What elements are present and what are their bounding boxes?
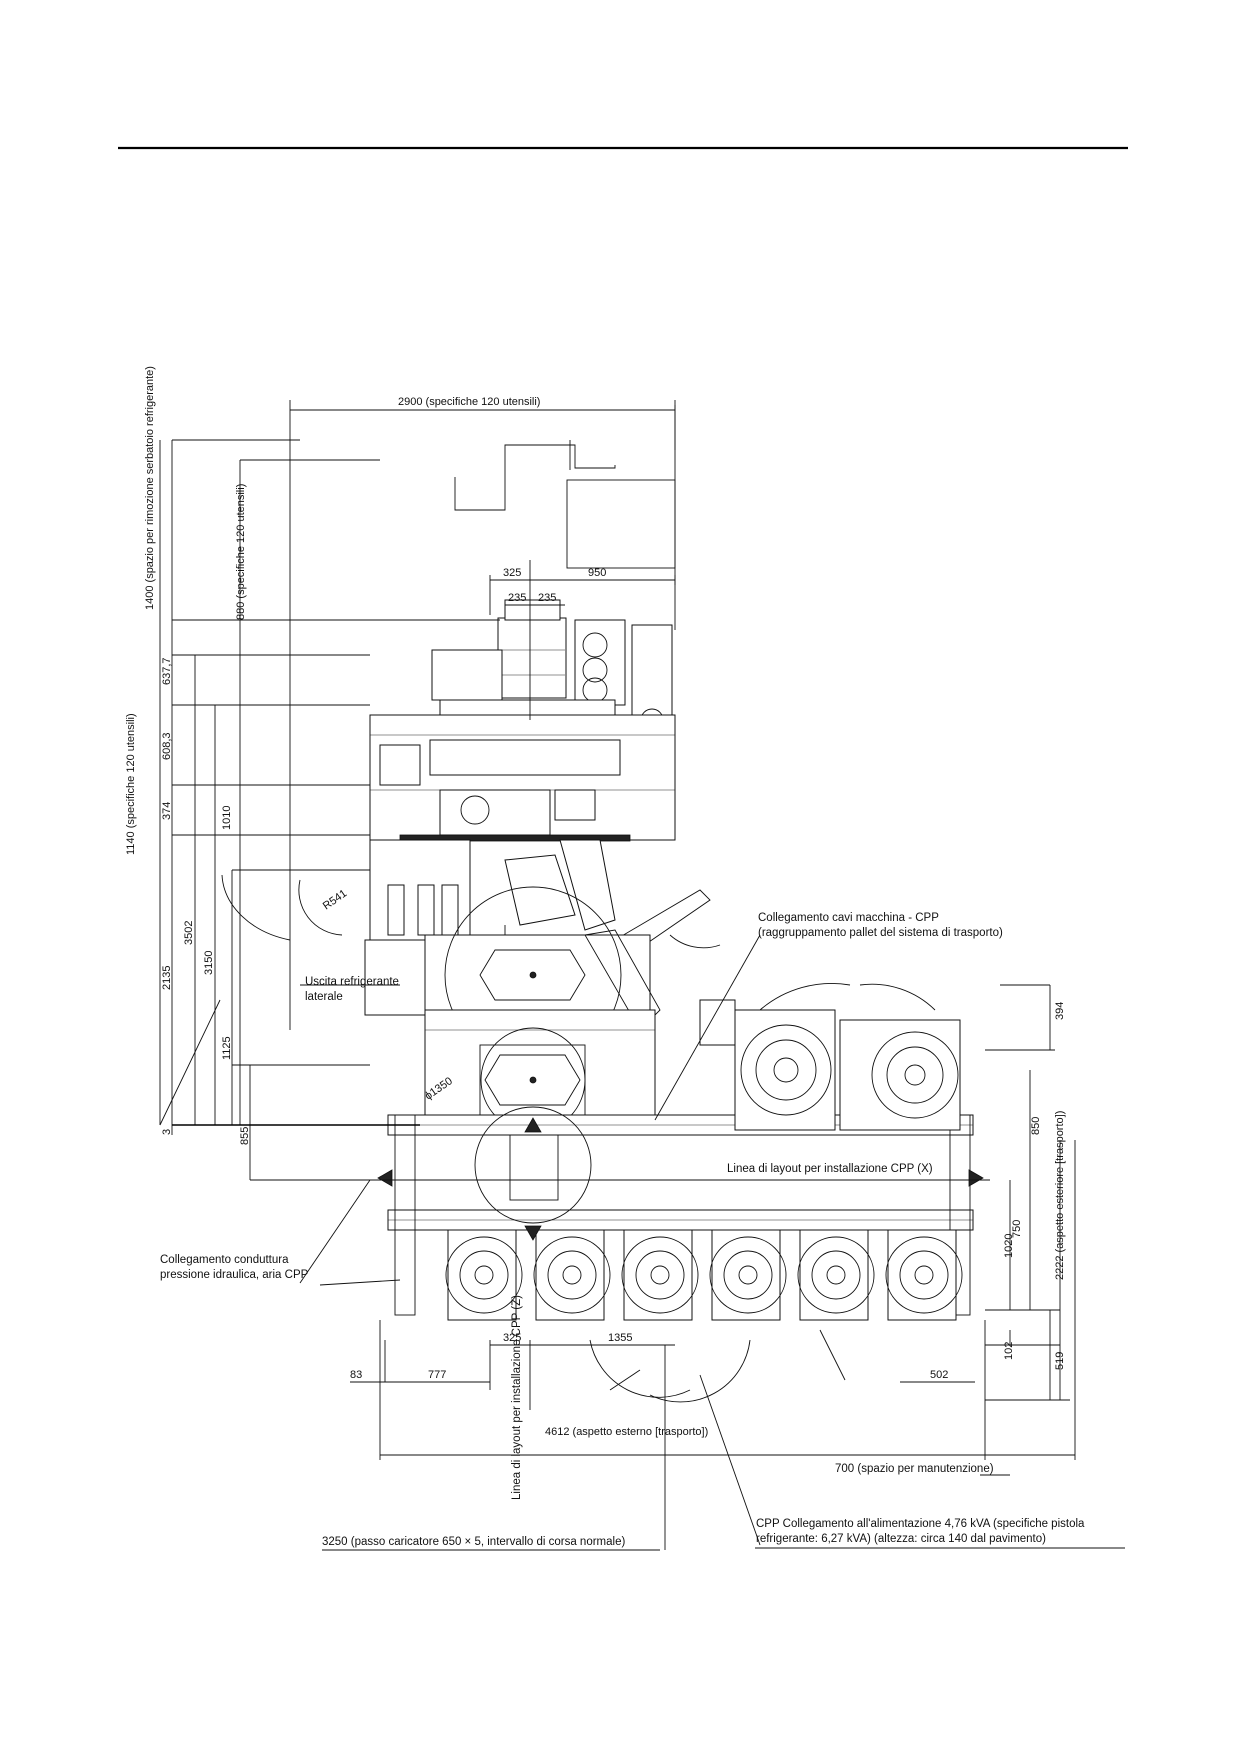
note-cable-2: (raggruppamento pallet del sistema di tr… bbox=[758, 927, 1003, 939]
note-coolant-2: laterale bbox=[305, 991, 343, 1003]
dim-1010: 1010 bbox=[221, 806, 233, 830]
dimension-lines bbox=[159, 400, 1076, 1550]
note-coolant-1: Uscita refrigerante bbox=[305, 976, 399, 988]
dim-850: 850 bbox=[1030, 1117, 1042, 1135]
dim-1140: 1140 (specifiche 120 utensili) bbox=[125, 713, 137, 855]
note-power-2: refrigerante: 6,27 kVA) (altezza: circa … bbox=[756, 1533, 1046, 1545]
note-power-1: CPP Collegamento all'alimentazione 4,76 … bbox=[756, 1518, 1085, 1530]
machine-body bbox=[221, 405, 721, 1133]
dim-235a: 235 bbox=[508, 592, 526, 604]
dim-2900: 2900 (specifiche 120 utensili) bbox=[398, 396, 540, 408]
dim-3150: 3150 bbox=[203, 951, 215, 975]
dim-880: 880 (specifiche 120 utensili) bbox=[235, 484, 247, 620]
dim-950: 950 bbox=[588, 567, 606, 579]
dim-777: 777 bbox=[428, 1369, 446, 1381]
note-cable-1: Collegamento cavi macchina - CPP bbox=[758, 912, 939, 924]
dim-325-top: 325 bbox=[503, 567, 521, 579]
dim-235b: 235 bbox=[538, 592, 556, 604]
dim-374: 374 bbox=[161, 802, 173, 820]
dim-325-bottom: 325 bbox=[503, 1332, 521, 1344]
dim-608-3: 608,3 bbox=[161, 732, 173, 760]
dim-2135: 2135 bbox=[161, 966, 173, 990]
dim-502: 502 bbox=[930, 1369, 948, 1381]
note-hydraulic-2: pressione idraulica, aria CPP bbox=[160, 1269, 309, 1281]
dim-r541: R541 bbox=[321, 888, 349, 913]
dim-3502: 3502 bbox=[183, 921, 195, 945]
dim-1125: 1125 bbox=[221, 1036, 233, 1060]
dim-394: 394 bbox=[1054, 1002, 1066, 1020]
dim-1355: 1355 bbox=[608, 1332, 632, 1344]
dim-3: 3 bbox=[161, 1129, 173, 1135]
note-layout-x: Linea di layout per installazione CPP (X… bbox=[727, 1163, 933, 1175]
dim-637-7: 637,7 bbox=[161, 657, 173, 685]
pallet-stations bbox=[445, 1229, 963, 1321]
callout-notes: Collegamento cavi macchina - CPP (raggru… bbox=[160, 912, 1125, 1551]
dim-1400: 1400 (spazio per rimozione serbatoio ref… bbox=[144, 366, 156, 610]
note-hydraulic-1: Collegamento conduttura bbox=[160, 1254, 289, 1266]
note-3250: 3250 (passo caricatore 650 × 5, interval… bbox=[322, 1536, 625, 1548]
note-700: 700 (spazio per manutenzione) bbox=[835, 1463, 994, 1475]
dim-102: 102 bbox=[1003, 1342, 1015, 1360]
dim-750: 750 bbox=[1011, 1220, 1023, 1238]
dim-855: 855 bbox=[239, 1127, 251, 1145]
dim-1020: 1020 bbox=[1003, 1234, 1015, 1258]
cpp-pallet-system bbox=[377, 983, 984, 1403]
note-layout-z: Linea di layout per installazione CPP (Z… bbox=[511, 1295, 523, 1500]
dim-519: 519 bbox=[1054, 1352, 1066, 1370]
note-4612: 4612 (aspetto esterno [trasporto]) bbox=[545, 1426, 708, 1438]
dim-83: 83 bbox=[350, 1369, 362, 1381]
dim-2222: 2222 (aspetto esteriore [trasporto]) bbox=[1054, 1111, 1066, 1280]
